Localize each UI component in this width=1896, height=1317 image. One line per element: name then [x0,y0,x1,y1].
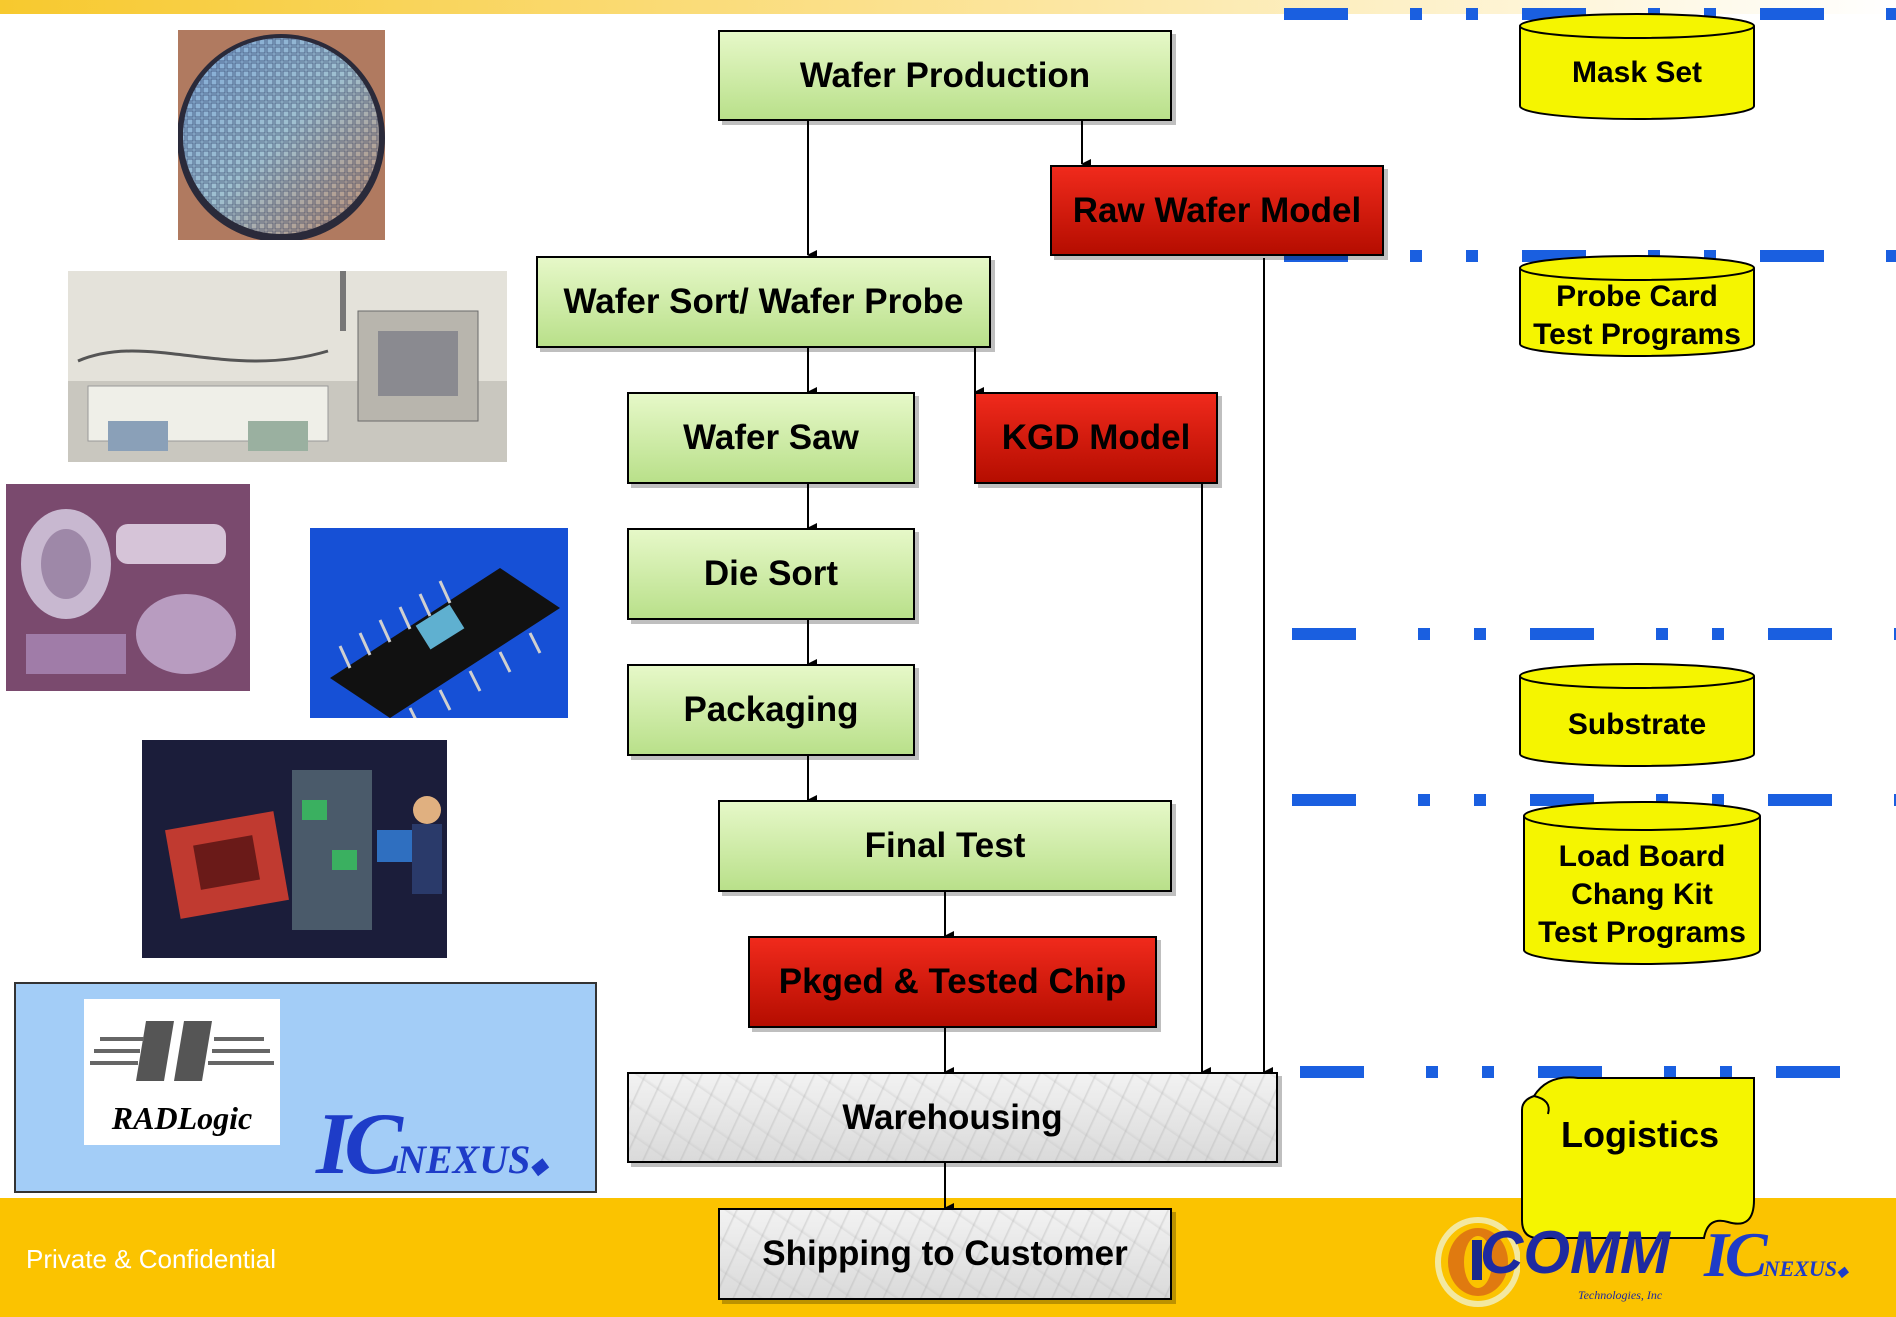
chang-kit-label: Chang Kit [1571,878,1713,911]
pkged-tested-chip-box: Pkged & Tested Chip [748,936,1157,1028]
raw-wafer-model-box: Raw Wafer Model [1050,165,1384,256]
icnexus-nexus: NEXUS [396,1137,531,1182]
icomm-logo: COMM Technologies, Inc [1430,1212,1690,1312]
kgd-model-box: KGD Model [974,392,1218,484]
radlogic-wordmark: RADLogic [111,1100,253,1136]
die-sort-box: Die Sort [627,528,915,620]
icnexus-footer-logo: ICNEXUS◆ [1704,1218,1848,1292]
final-test-box: Final Test [718,800,1172,892]
probe-station-photo [68,271,507,462]
wafer-sort-box: Wafer Sort/ Wafer Probe [536,256,991,348]
probe-card-cylinder: Probe Card Test Programs [1518,254,1756,358]
probe-card-programs-label: Test Programs [1533,318,1741,351]
logistics-shape: Logistics [1518,1070,1762,1242]
icomm-subtitle: Technologies, Inc [1578,1288,1663,1302]
wafer-production-box: Wafer Production [718,30,1172,121]
wafer-saw-box: Wafer Saw [627,392,915,484]
test-lab-photo [142,740,447,958]
shipping-box: Shipping to Customer [718,1208,1172,1300]
icnexus-ic: IC [316,1096,403,1193]
radlogic-mark-icon [90,1021,274,1081]
warehousing-box: Warehousing [627,1072,1278,1163]
diamond-icon: ◆ [530,1153,548,1178]
mask-set-cylinder: Mask Set [1518,12,1756,122]
wafer-saw-photo [6,484,250,691]
packaged-chip-photo [310,528,568,718]
icnexus-footer-nexus: NEXUS [1763,1256,1837,1281]
wafer-photo [178,30,385,240]
icnexus-logo: ICNEXUS◆ [316,1094,547,1195]
icnexus-footer-ic: IC [1704,1219,1768,1290]
load-board-cylinder: Load Board Chang Kit Test Programs [1522,800,1762,968]
probe-card-label: Probe Card [1556,280,1718,313]
partner-logo-panel: RADLogic ICNEXUS◆ [14,982,597,1193]
load-board-label: Load Board [1558,840,1726,873]
substrate-label: Substrate [1567,708,1707,741]
mask-set-label: Mask Set [1571,56,1703,89]
packaging-box: Packaging [627,664,915,756]
test-programs-label: Test Programs [1538,916,1746,949]
confidential-label: Private & Confidential [26,1244,277,1274]
footer-diamond-icon: ◆ [1836,1265,1848,1280]
radlogic-logo: RADLogic [84,999,280,1145]
logistics-label: Logistics [1560,1114,1720,1155]
icomm-wordmark: COMM [1480,1219,1670,1286]
substrate-cylinder: Substrate [1518,662,1756,768]
icomm-swirl-icon [1435,1217,1520,1307]
